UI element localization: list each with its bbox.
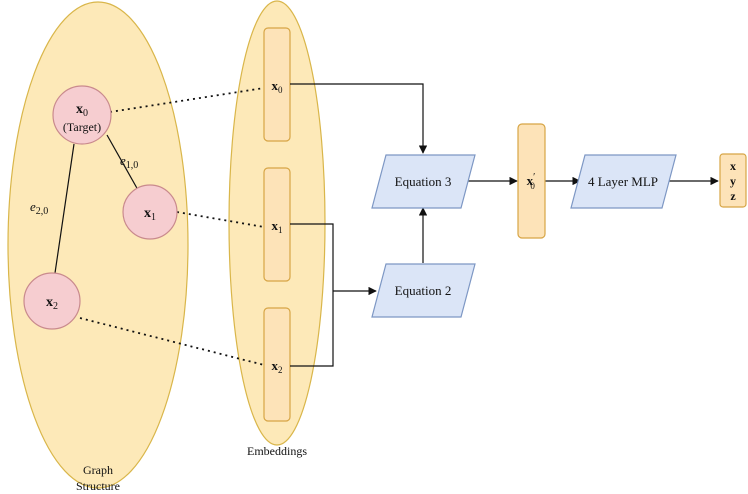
edge-x0-x2 — [54, 143, 75, 274]
dotted-link-x2 — [79, 317, 265, 366]
dotted-link-x1 — [176, 211, 265, 228]
edge-x0-x1 — [106, 134, 139, 191]
dotted-link-x0 — [109, 87, 265, 113]
node-x1 — [122, 184, 178, 240]
node-x0-label: x0 — [76, 102, 88, 119]
edge-label-e20: e2,0 — [30, 199, 48, 217]
output-x: x — [730, 159, 736, 173]
output-z: z — [730, 189, 736, 203]
node-x0-note: (Target) — [63, 120, 101, 134]
equation3-box — [371, 154, 476, 209]
graph-structure-region — [7, 1, 189, 489]
graph-structure-caption-line2: Structure — [76, 479, 120, 493]
output-y: y — [730, 174, 736, 188]
output-coordinates-box — [719, 153, 747, 208]
mlp-label: 4 Layer MLP — [588, 174, 658, 189]
embedding-label-x1: x1 — [272, 218, 283, 235]
embeddings-caption: Embeddings — [247, 444, 307, 458]
embedding-label-x2: x2 — [272, 358, 283, 375]
graph-structure-caption-line1: Graph — [83, 463, 113, 477]
node-x2-label: x2 — [46, 295, 58, 312]
connector-x2 — [290, 291, 334, 367]
node-x2 — [23, 272, 81, 330]
equation3-label: Equation 3 — [395, 174, 452, 189]
equation2-box — [371, 263, 476, 318]
updated-embedding-label: x′0 — [527, 172, 536, 191]
edge-label-e10: e1,0 — [120, 153, 138, 171]
node-x0 — [52, 85, 112, 145]
embedding-bar-x2 — [263, 307, 291, 422]
arrow-x0-to-equation3 — [290, 83, 428, 154]
connector-x1 — [290, 223, 334, 291]
mlp-box — [570, 154, 677, 209]
equation2-label: Equation 2 — [395, 283, 452, 298]
updated-embedding-bar — [517, 123, 546, 239]
node-x1-label: x1 — [144, 206, 156, 223]
embedding-label-x0: x0 — [272, 78, 284, 95]
